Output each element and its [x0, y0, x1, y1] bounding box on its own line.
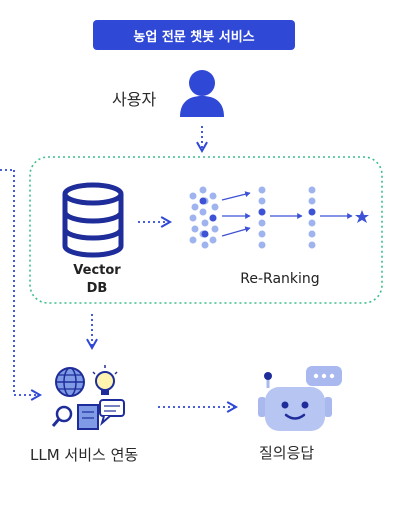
retrieval-group-box [29, 156, 383, 304]
magnifier-icon [51, 405, 73, 427]
vector-db-label: Vector DB [62, 262, 132, 298]
lightbulb-icon [92, 365, 118, 395]
book-icon [77, 404, 99, 430]
chat-bubble-icon [99, 399, 125, 426]
reranking-network-icon [189, 186, 369, 249]
vector-db-line2: DB [86, 281, 108, 296]
vector-db-line1: Vector [73, 263, 121, 278]
qa-label: 질의응답 [259, 444, 315, 462]
llm-service-icon [51, 365, 125, 430]
llm-service-label: LLM 서비스 연동 [30, 446, 139, 464]
title-text: 농업 전문 챗봇 서비스 [133, 29, 255, 45]
database-icon [62, 182, 124, 258]
arrow-left-loop [13, 170, 43, 401]
chatbot-robot-icon [258, 366, 342, 431]
user-icon [180, 70, 224, 117]
user-label: 사용자 [112, 90, 157, 109]
reranking-label: Re-Ranking [240, 271, 320, 287]
title-badge: 농업 전문 챗봇 서비스 [93, 20, 295, 50]
